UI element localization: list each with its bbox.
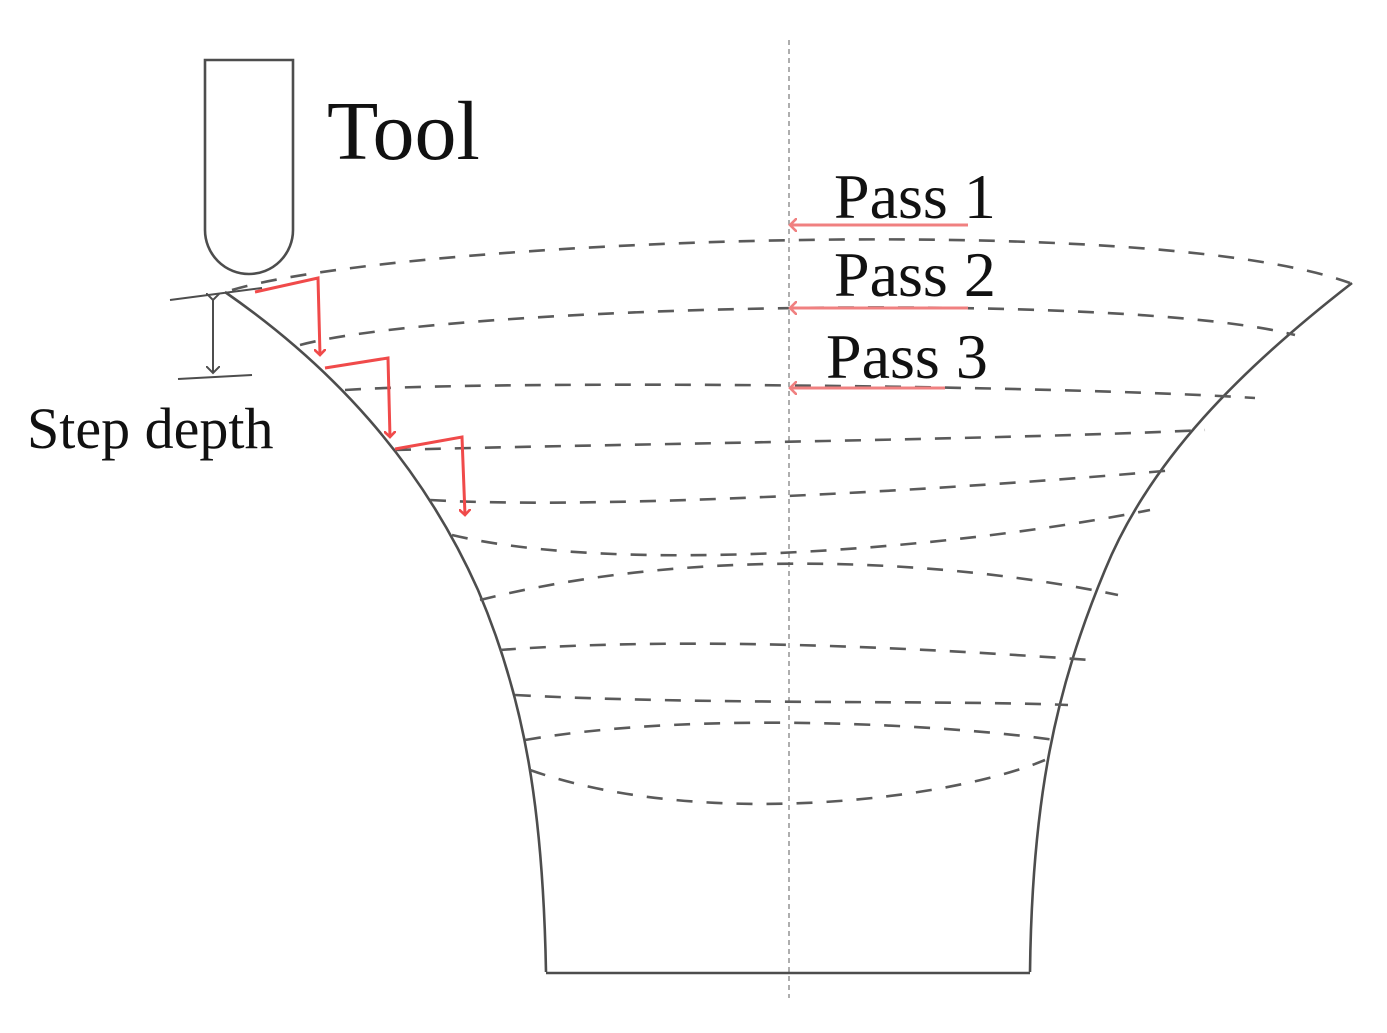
tool-path-level-7	[479, 562, 1119, 602]
tool-path-level-6	[451, 508, 1151, 557]
tool-path-level-3	[344, 383, 1256, 400]
tool-shape	[203, 58, 295, 276]
pass-arrows	[790, 225, 968, 388]
pass-3-label: Pass 3	[826, 321, 988, 392]
dimension-lower-line	[177, 374, 253, 380]
tool-path-level-4	[394, 428, 1206, 452]
tool-path-level-10	[524, 721, 1056, 742]
step-arrow-2	[324, 356, 390, 437]
tool-label: Tool	[327, 85, 480, 178]
tool-path-contours	[231, 238, 1351, 806]
pass-2-label: Pass 2	[834, 239, 996, 310]
part-outline	[224, 281, 1353, 975]
tool-path-level-2	[299, 306, 1296, 347]
part-right-wall	[1028, 281, 1353, 973]
tool-path-level-9	[514, 693, 1069, 707]
dimension-upper-line	[169, 287, 263, 301]
step-depth-dimension	[169, 287, 263, 380]
step-arrow-1	[254, 276, 320, 355]
tool-path-level-1	[231, 238, 1351, 292]
step-down-arrows	[254, 276, 465, 515]
pass-1-label: Pass 1	[834, 161, 996, 232]
step-arrow-3	[394, 435, 465, 515]
tool-path-level-5	[429, 468, 1176, 504]
tool-path-level-11	[529, 758, 1046, 806]
tool-path-level-8	[499, 642, 1091, 662]
part-left-wall	[224, 290, 548, 973]
step-depth-label: Step depth	[27, 396, 273, 461]
